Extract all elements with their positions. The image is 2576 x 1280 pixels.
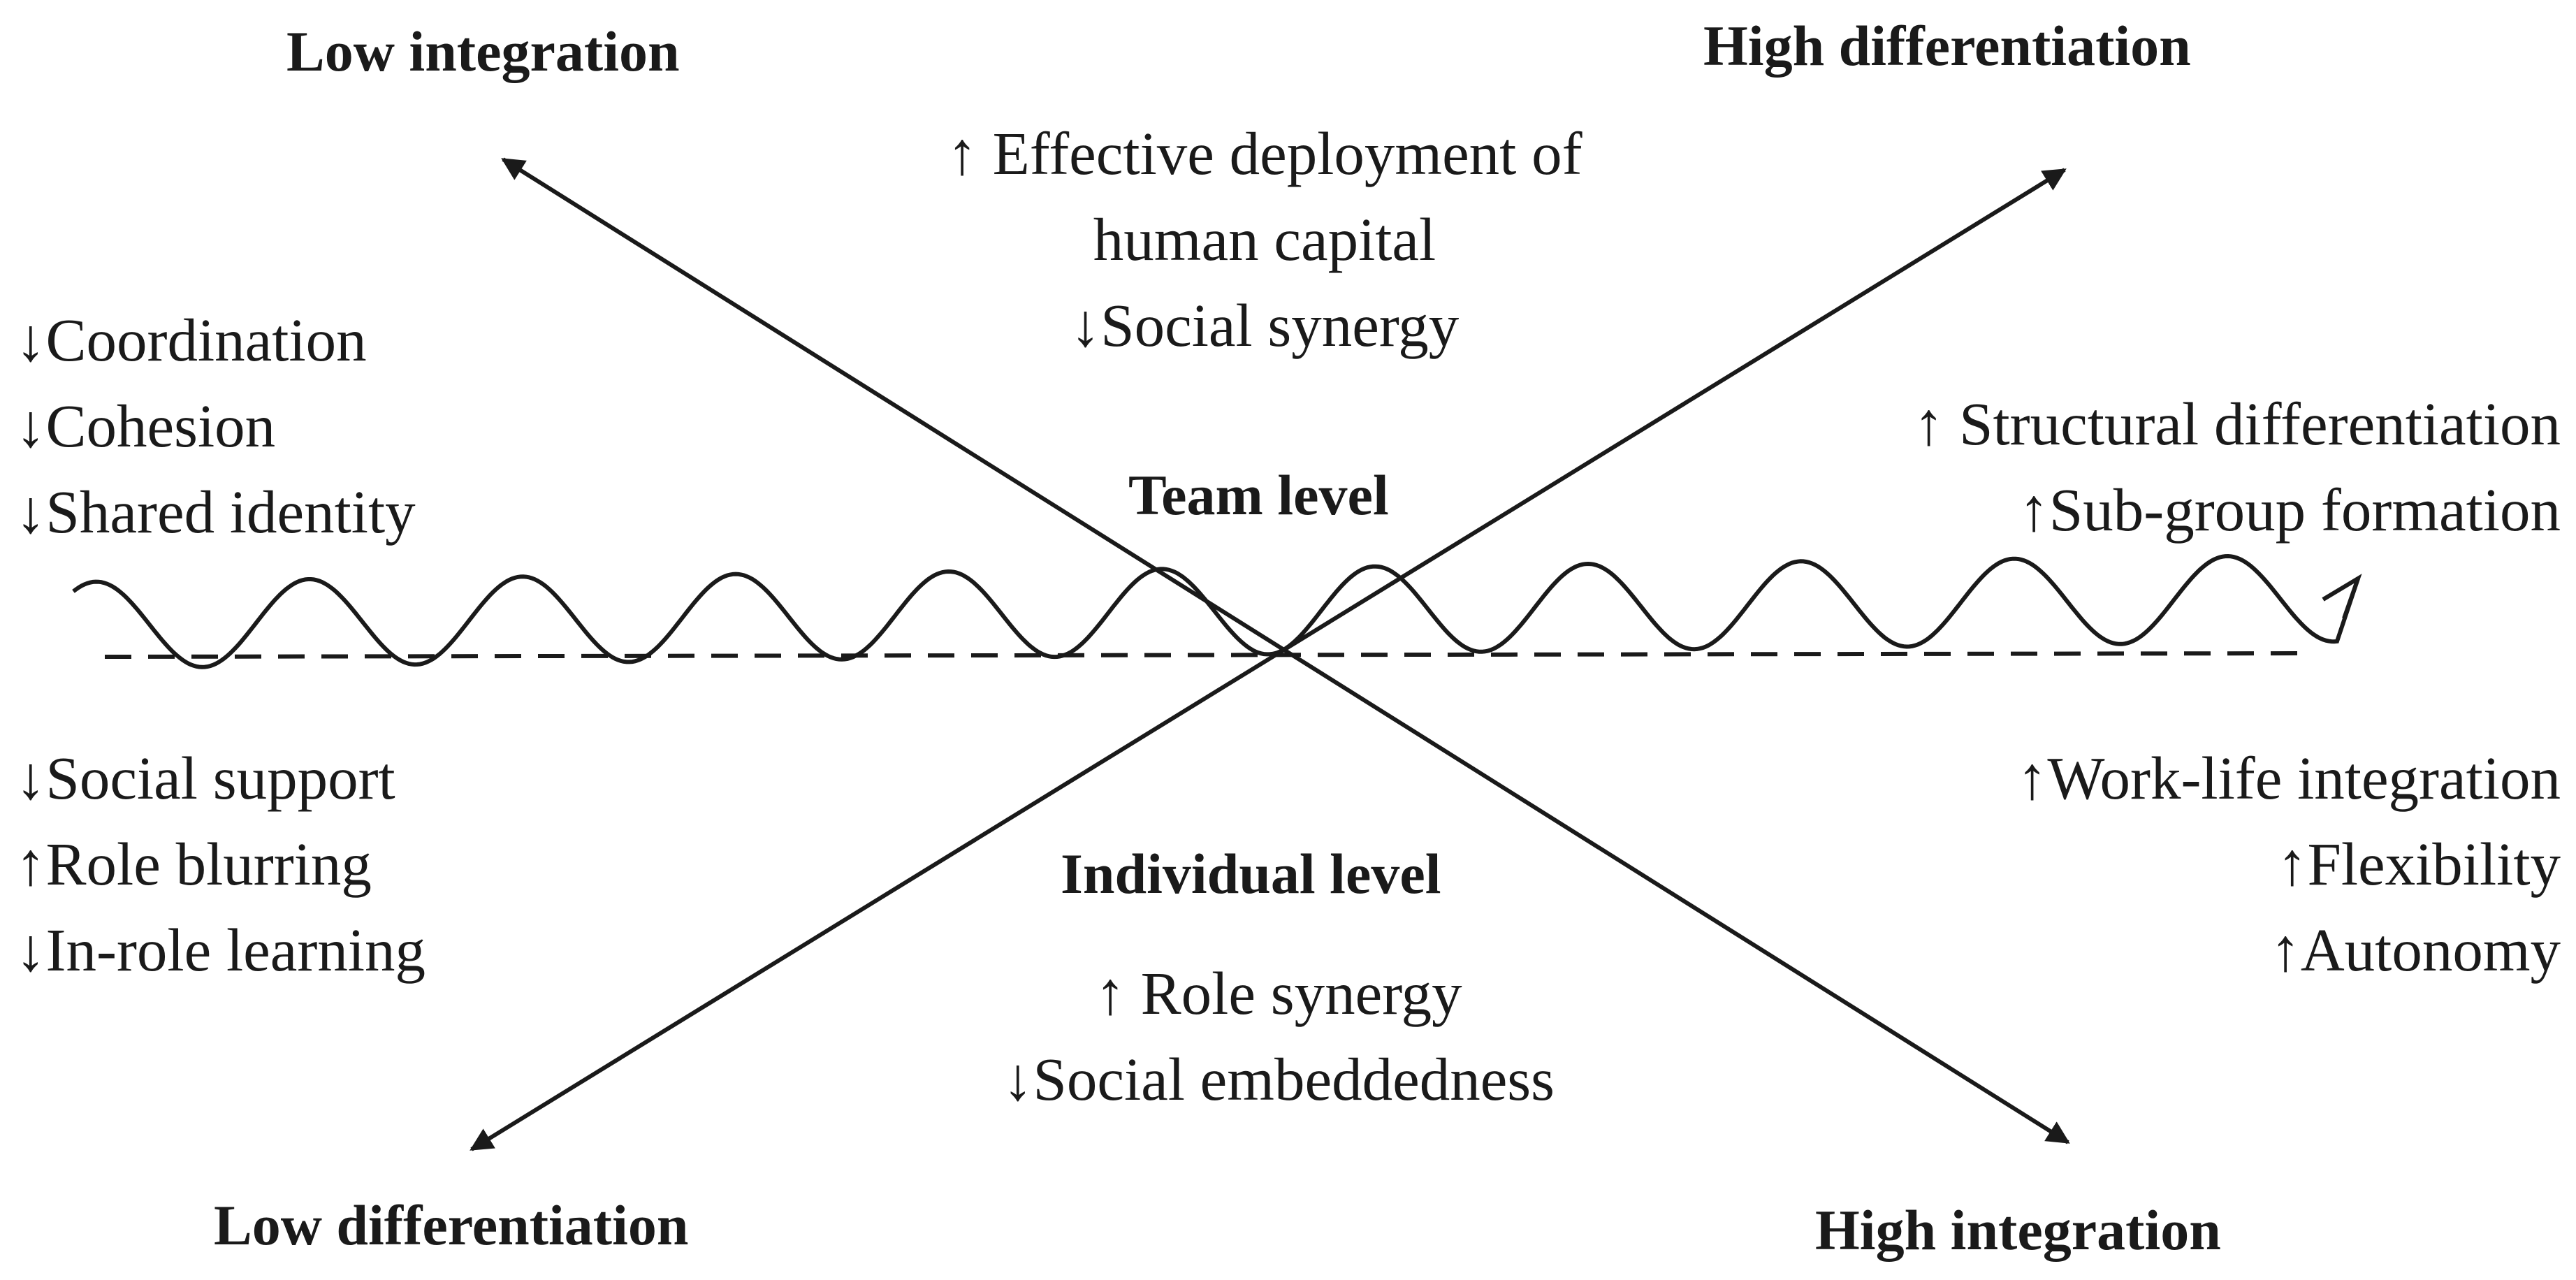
team-effects-left: ↓Coordination ↓Cohesion ↓Shared identity: [15, 297, 416, 555]
team-effects-top: ↑ Effective deployment of human capital …: [849, 110, 1680, 368]
effect-line: ↑ Structural differentiation: [1913, 390, 2561, 458]
individual-effects-right: ↑Work-life integration ↑Flexibility ↑Aut…: [1789, 735, 2561, 993]
effect-line: ↓Social synergy: [1070, 291, 1460, 359]
differentiation-axis-arrow: [470, 168, 2067, 1151]
individual-effects-bottom: ↑ Role synergy ↓Social embeddedness: [894, 950, 1663, 1122]
effect-line: ↑Sub-group formation: [2018, 476, 2561, 544]
corner-label-top-right: High differentiation: [1703, 14, 2191, 78]
team-level-label: Team level: [1128, 463, 1389, 527]
effect-line: ↓Cohesion: [15, 392, 276, 460]
team-effects-right: ↑ Structural differentiation ↑Sub-group …: [1719, 381, 2561, 553]
wavy-trend-line: [72, 553, 2360, 669]
effect-line: ↑Autonomy: [2270, 916, 2561, 984]
effect-line: ↑Role blurring: [15, 830, 372, 898]
effect-line: human capital: [1093, 205, 1436, 273]
effect-line: ↓Social embeddedness: [1002, 1045, 1555, 1113]
individual-level-label: Individual level: [1061, 842, 1441, 906]
wavy-line-arrowhead: [2322, 574, 2362, 619]
effect-line: ↑Flexibility: [2276, 830, 2561, 898]
individual-effects-left: ↓Social support ↑Role blurring ↓In-role …: [15, 735, 425, 993]
effect-line: ↑ Role synergy: [1095, 959, 1462, 1027]
corner-label-bottom-right: High integration: [1815, 1198, 2221, 1262]
effect-line: ↓In-role learning: [15, 916, 425, 984]
effect-line: ↓Shared identity: [15, 478, 416, 546]
effect-line: ↓Coordination: [15, 306, 367, 374]
effect-line: ↑ Effective deployment of: [947, 119, 1582, 187]
corner-label-bottom-left: Low differentiation: [214, 1193, 689, 1257]
corner-label-top-left: Low integration: [286, 20, 680, 83]
effect-line: ↓Social support: [15, 744, 395, 812]
effect-line: ↑Work-life integration: [2016, 744, 2561, 812]
